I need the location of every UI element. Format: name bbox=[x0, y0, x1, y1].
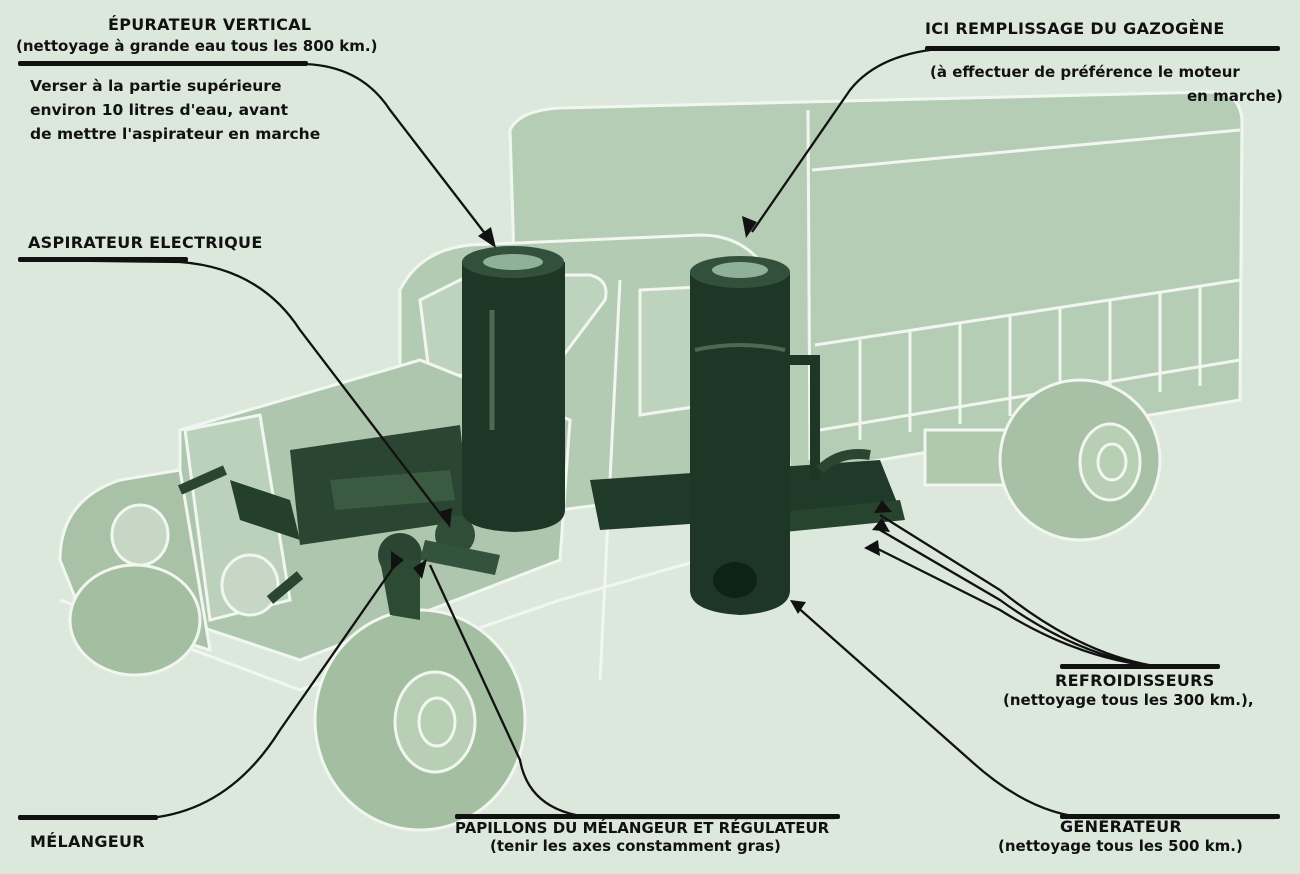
rule-papillons bbox=[455, 814, 840, 819]
arrowheads bbox=[391, 216, 892, 614]
rear-wheel bbox=[998, 378, 1162, 542]
label-generateur-title: GÉNÉRATEUR bbox=[1060, 817, 1182, 836]
label-refroidisseurs-sub: (nettoyage tous les 300 km.), bbox=[1003, 691, 1254, 709]
label-refroidisseurs-title: REFROIDISSEURS bbox=[1055, 671, 1215, 690]
label-papillons-title: PAPILLONS DU MÉLANGEUR ET RÉGULATEUR bbox=[455, 819, 830, 837]
label-remplissage-sub2: en marche) bbox=[1187, 87, 1283, 105]
epurateur-cylinder bbox=[462, 246, 565, 532]
engine-and-pipes bbox=[177, 425, 500, 620]
rule-refroidisseurs bbox=[1060, 664, 1220, 669]
label-remplissage-title: ICI REMPLISSAGE DU GAZOGÈNE bbox=[925, 19, 1225, 38]
instruction-line-2: environ 10 litres d'eau, avant bbox=[30, 101, 289, 119]
label-remplissage-sub1: (à effectuer de préférence le moteur bbox=[930, 63, 1240, 81]
label-epurateur-title: ÉPURATEUR VERTICAL bbox=[108, 15, 312, 34]
rule-aspirateur bbox=[18, 257, 188, 262]
instruction-line-3: de mettre l'aspirateur en marche bbox=[30, 125, 321, 143]
instruction-line-1: Verser à la partie supérieure bbox=[30, 77, 282, 95]
rule-melangeur bbox=[18, 815, 158, 820]
rule-remplissage bbox=[925, 46, 1280, 51]
label-papillons-sub: (tenir les axes constamment gras) bbox=[490, 837, 781, 855]
label-epurateur-sub: (nettoyage à grande eau tous les 800 km.… bbox=[16, 37, 378, 55]
rule-epurateur bbox=[18, 61, 308, 66]
label-generateur-sub: (nettoyage tous les 500 km.) bbox=[998, 837, 1243, 855]
generateur-cylinder bbox=[690, 256, 871, 615]
label-aspirateur: ASPIRATEUR ELECTRIQUE bbox=[28, 233, 263, 252]
label-melangeur: MÉLANGEUR bbox=[30, 832, 145, 851]
rule-generateur bbox=[1060, 814, 1280, 819]
